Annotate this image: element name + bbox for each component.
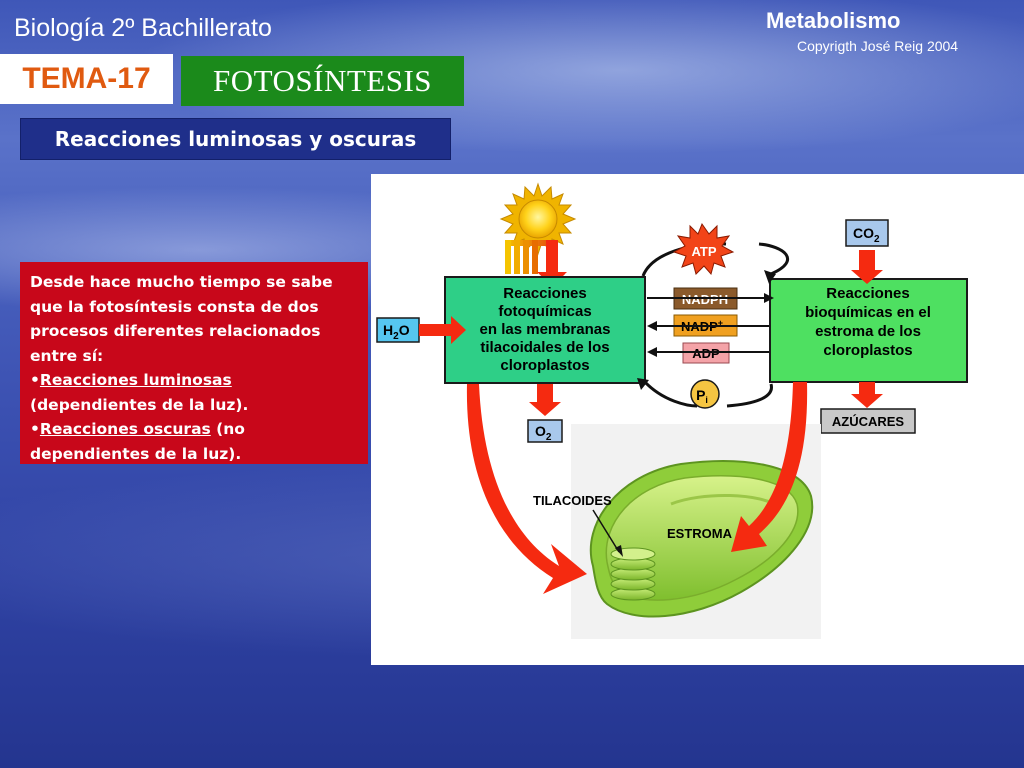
sugars-arrow [851, 382, 883, 408]
pi-sub: i [705, 395, 708, 405]
nadph-label: NADPH [682, 292, 728, 307]
section-title: Reacciones luminosas y oscuras [20, 118, 451, 160]
h2o-arrow [419, 316, 466, 344]
nadp-sup: + [718, 318, 723, 328]
co2-arrow [851, 250, 883, 284]
photo-to-chloroplast-arrow [466, 384, 587, 594]
cycle-arrowhead-top [764, 270, 776, 284]
photo-line-5: cloroplastos [500, 357, 589, 374]
thylakoids-pointer-head [615, 545, 623, 557]
slide-title: FOTOSÍNTESIS [181, 56, 464, 106]
photo-line-1: Reacciones [503, 285, 586, 302]
h2o-label: H2O [383, 322, 410, 342]
bio-line-2: bioquímicas en el [805, 304, 931, 321]
atp-label: ATP [691, 244, 716, 259]
h2o-sub: 2 [393, 331, 399, 342]
bio-line-1: Reacciones [826, 285, 909, 302]
o2-arrow [529, 384, 561, 416]
diagram-canvas: Reacciones fotoquímicas en las membranas… [376, 182, 968, 639]
topic-title: Metabolismo [766, 8, 901, 33]
adp-label: ADP [692, 346, 720, 361]
photo-line-4: tilacoidales de los [480, 339, 609, 356]
o2-sub: 2 [546, 432, 552, 443]
tema-label: TEMA-17 [0, 54, 173, 104]
bio-line-3: estroma de los [815, 323, 921, 340]
bullet-luminous-rest: (dependientes de la luz). [30, 395, 249, 414]
pi-base: P [696, 387, 705, 403]
cycle-arrowhead-bottom [637, 378, 649, 390]
bullet-dark-term: Reacciones oscuras [39, 420, 211, 438]
h2o-base: H [383, 322, 393, 338]
thylakoid-stack-icon [610, 547, 656, 601]
bullet-luminous-term: Reacciones luminosas [39, 371, 232, 389]
co2-sub: 2 [874, 234, 880, 245]
intro-paragraph: Desde hace mucho tiempo se sabe que la f… [30, 273, 333, 365]
sugars-label: AZÚCARES [832, 414, 905, 429]
copyright-note: Copyrigth José Reig 2004 [797, 38, 959, 54]
o2-base: O [535, 423, 546, 439]
bio-to-chloroplast-arrow [731, 382, 808, 552]
thylakoids-label: TILACOIDES [533, 493, 612, 508]
stroma-label: ESTROMA [667, 526, 733, 541]
adp-arrowhead [647, 347, 657, 357]
subject-title: Biología 2º Bachillerato [14, 14, 272, 42]
h2o-tail: O [399, 322, 410, 338]
co2-base: CO [853, 225, 874, 241]
sugars-box [820, 408, 916, 434]
bullet-dark: •Reacciones oscuras (no dependientes de … [30, 420, 245, 463]
pi-circle [690, 379, 720, 409]
thylakoids-pointer [592, 509, 620, 553]
bullet-luminous: •Reacciones luminosas (dependientes de l… [30, 371, 249, 414]
chloroplast-illustration [589, 460, 814, 618]
o2-box [527, 419, 563, 443]
photo-line-3: en las membranas [480, 321, 611, 338]
bullet-dark-rest: (no dependientes de la luz). [30, 420, 245, 463]
nadp-arrowhead [647, 321, 657, 331]
light-rays-icon [505, 240, 567, 286]
o2-label: O2 [535, 423, 552, 443]
photosynthesis-diagram: Reacciones fotoquímicas en las membranas… [371, 174, 1024, 665]
co2-label: CO2 [853, 225, 880, 245]
photo-line-2: fotoquímicas [498, 303, 591, 320]
bio-line-4: cloroplastos [823, 342, 912, 359]
atp-starburst: ATP [672, 222, 735, 276]
nadph-arrowhead [764, 293, 774, 303]
photochemical-box [444, 276, 646, 384]
pi-label: Pi [696, 387, 708, 405]
co2-box [845, 219, 889, 247]
intro-textbox: Desde hace mucho tiempo se sabe que la f… [20, 262, 368, 464]
